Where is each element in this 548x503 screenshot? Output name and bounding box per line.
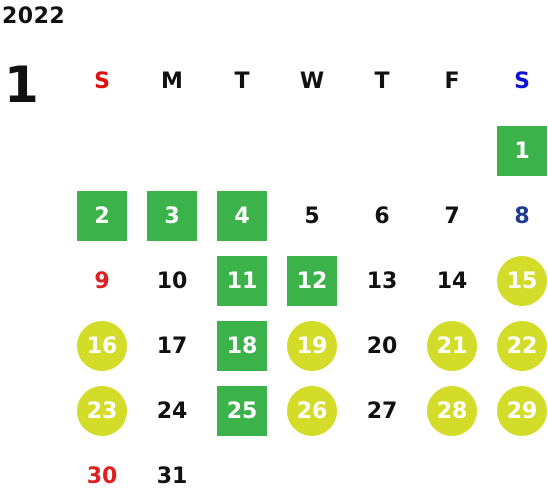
day-cell-friday: 28: [427, 386, 477, 436]
day-cell-friday: 7: [444, 203, 460, 229]
day-cell-thursday: 27: [366, 398, 398, 424]
weekday-friday: F: [444, 68, 460, 94]
weekday-wednesday: W: [299, 68, 325, 94]
day-cell-saturday: 22: [497, 321, 547, 371]
day-cell-tuesday: 25: [217, 386, 267, 436]
day-cell-saturday: 15: [497, 256, 547, 306]
day-cell-wednesday: 26: [287, 386, 337, 436]
year-label: 2022: [2, 4, 66, 29]
weekday-thursday: T: [374, 68, 390, 94]
day-cell-thursday: 6: [374, 203, 390, 229]
day-cell-saturday: 1: [497, 126, 547, 176]
week-row: 30 31: [0, 451, 548, 501]
day-cell-monday: 3: [147, 191, 197, 241]
day-cell-tuesday: 4: [217, 191, 267, 241]
day-cell-saturday: 8: [514, 203, 530, 229]
weekday-header-row: S M T W T F S: [0, 56, 548, 106]
weekday-monday: M: [161, 68, 183, 94]
day-cell-monday: 31: [156, 463, 188, 489]
day-cell-sunday: 2: [77, 191, 127, 241]
weekday-sunday: S: [94, 68, 110, 94]
week-row: 1: [0, 126, 548, 176]
day-cell-sunday: 30: [86, 463, 118, 489]
day-cell-monday: 24: [156, 398, 188, 424]
day-cell-thursday: 20: [366, 333, 398, 359]
week-row: 9 10 11 12 13 14 15: [0, 256, 548, 306]
day-cell-friday: 21: [427, 321, 477, 371]
month-label: 1: [4, 56, 39, 114]
weekday-tuesday: T: [234, 68, 250, 94]
day-cell-saturday: 29: [497, 386, 547, 436]
day-cell-sunday: 23: [77, 386, 127, 436]
day-cell-tuesday: 11: [217, 256, 267, 306]
day-cell-monday: 17: [156, 333, 188, 359]
day-cell-sunday: 16: [77, 321, 127, 371]
week-row: 16 17 18 19 20 21 22: [0, 321, 548, 371]
day-cell-wednesday: 12: [287, 256, 337, 306]
day-cell-tuesday: 18: [217, 321, 267, 371]
day-cell-wednesday: 19: [287, 321, 337, 371]
week-row: 23 24 25 26 27 28 29: [0, 386, 548, 436]
weekday-saturday: S: [514, 68, 530, 94]
day-cell-monday: 10: [156, 268, 188, 294]
day-cell-wednesday: 5: [304, 203, 320, 229]
day-cell-friday: 14: [436, 268, 468, 294]
day-cell-thursday: 13: [366, 268, 398, 294]
day-cell-sunday: 9: [94, 268, 110, 294]
